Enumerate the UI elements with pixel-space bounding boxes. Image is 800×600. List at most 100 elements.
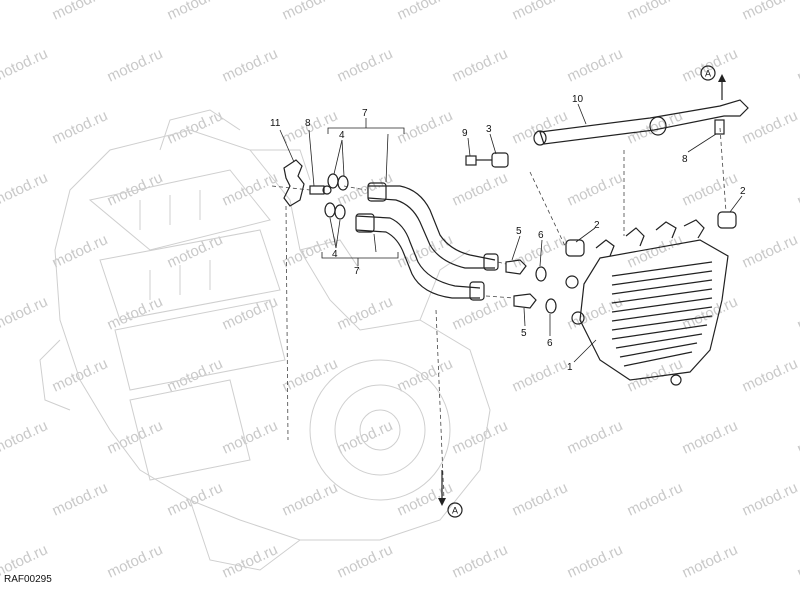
- watermark-text-57: motod.ru: [105, 417, 166, 457]
- figure-code: RAF00295: [4, 574, 52, 585]
- callout-7-bottom: 7: [354, 266, 360, 277]
- watermark-text-62: motod.ru: [680, 417, 741, 457]
- cooler-fin-9: [619, 342, 698, 358]
- watermark-text-71: motod.ru: [740, 479, 800, 519]
- alignment-lines: [271, 127, 727, 501]
- watermark-text-53: motod.ru: [510, 355, 571, 395]
- watermark-text-55: motod.ru: [740, 355, 800, 395]
- watermark-text-26: motod.ru: [220, 169, 281, 209]
- watermark-text-59: motod.ru: [335, 417, 396, 457]
- watermark-text-77: motod.ru: [565, 541, 626, 581]
- watermark-text-34: motod.ru: [165, 231, 226, 271]
- watermark-text-13: motod.ru: [565, 45, 626, 85]
- callout-5-bottom: 5: [521, 328, 527, 339]
- watermark-text-49: motod.ru: [50, 355, 111, 395]
- watermark-text-6: motod.ru: [625, 0, 686, 24]
- callout-2-center: 2: [594, 220, 600, 231]
- callout-8-left: 8: [305, 118, 311, 129]
- callout-1: 1: [567, 362, 573, 373]
- callout-6-bottom: 6: [547, 338, 553, 349]
- watermark-text-73: motod.ru: [105, 541, 166, 581]
- arrow-down: [438, 470, 446, 506]
- reference-marker-top: A: [700, 65, 716, 81]
- cooler-fin-3: [611, 288, 713, 304]
- watermark-text-70: motod.ru: [625, 479, 686, 519]
- cooler-fin-2: [611, 279, 713, 295]
- watermark-text-12: motod.ru: [450, 45, 511, 85]
- watermark-text-23: motod.ru: [740, 107, 800, 147]
- cooler-support-rod: [533, 99, 749, 146]
- watermark-text-65: motod.ru: [50, 479, 111, 519]
- watermark-text-50: motod.ru: [165, 355, 226, 395]
- watermark-text-67: motod.ru: [280, 479, 341, 519]
- watermark-text-15: motod.ru: [795, 45, 800, 85]
- cooler-fin-8: [615, 333, 703, 349]
- cooler-fin-7: [611, 324, 708, 340]
- callout-6-top: 6: [538, 230, 544, 241]
- cooler-fin-5: [611, 306, 713, 322]
- callout-11: 11: [270, 118, 281, 129]
- watermark-text-69: motod.ru: [510, 479, 571, 519]
- watermark-text-8: motod.ru: [0, 45, 50, 85]
- mount-bolt-and-spacer: [465, 152, 509, 168]
- watermark-text-47: motod.ru: [795, 293, 800, 333]
- oil-cooler: [565, 219, 729, 386]
- watermark-text-7: motod.ru: [740, 0, 800, 24]
- watermark-text-60: motod.ru: [450, 417, 511, 457]
- arrow-up: [718, 74, 726, 100]
- engine-outline: [39, 109, 491, 571]
- watermark-text-51: motod.ru: [280, 355, 341, 395]
- watermark-text-17: motod.ru: [50, 107, 111, 147]
- watermark-text-76: motod.ru: [450, 541, 511, 581]
- watermark-text-1: motod.ru: [50, 0, 111, 24]
- watermark-text-28: motod.ru: [450, 169, 511, 209]
- leader-lines: [279, 103, 743, 363]
- watermark-text-79: motod.ru: [795, 541, 800, 581]
- cooler-fin-6: [611, 315, 713, 331]
- callout-2-right: 2: [740, 186, 746, 197]
- watermark-text-61: motod.ru: [565, 417, 626, 457]
- watermark-text-10: motod.ru: [220, 45, 281, 85]
- o-rings: [324, 173, 349, 220]
- watermark-text-4: motod.ru: [395, 0, 456, 24]
- watermark-text-78: motod.ru: [680, 541, 741, 581]
- cooler-fin-0: [611, 261, 713, 277]
- callout-7-top: 7: [362, 108, 368, 119]
- watermark-text-5: motod.ru: [510, 0, 571, 24]
- callout-9: 9: [462, 128, 468, 139]
- watermark-text-75: motod.ru: [335, 541, 396, 581]
- cooler-fin-4: [611, 297, 713, 313]
- watermark-text-40: motod.ru: [0, 293, 50, 333]
- hose-bracket: [283, 159, 305, 207]
- callout-10: 10: [572, 94, 584, 105]
- reference-marker-bottom: A: [447, 502, 463, 518]
- callout-4-top: 4: [339, 130, 345, 141]
- watermark-text-68: motod.ru: [395, 479, 456, 519]
- watermark-text-30: motod.ru: [680, 169, 741, 209]
- bracket-bolt: [309, 185, 332, 195]
- watermark-text-58: motod.ru: [220, 417, 281, 457]
- callout-labels: 11 8 4 7 4 7 9 3 10 8 2 2 5 6 5 6 1: [270, 94, 746, 373]
- cooler-fin-1: [611, 270, 713, 286]
- watermark-text-9: motod.ru: [105, 45, 166, 85]
- watermark-text-39: motod.ru: [740, 231, 800, 271]
- watermark-text-52: motod.ru: [395, 355, 456, 395]
- watermark-text-2: motod.ru: [165, 0, 226, 24]
- watermark-text-63: motod.ru: [795, 417, 800, 457]
- hose-fittings: [505, 259, 557, 314]
- watermark-text-20: motod.ru: [395, 107, 456, 147]
- watermark-text-44: motod.ru: [450, 293, 511, 333]
- watermark-layer: motod.ru motod.ru motod.ru motod.ru motod.ru…: [0, 0, 800, 582]
- watermark-text-25: motod.ru: [105, 169, 166, 209]
- oil-hoses: [355, 182, 499, 301]
- watermark-text-56: motod.ru: [0, 417, 50, 457]
- callout-8-right: 8: [682, 154, 688, 165]
- callout-5-top: 5: [516, 226, 522, 237]
- watermark-text-29: motod.ru: [565, 169, 626, 209]
- svg-text:A: A: [705, 69, 711, 79]
- svg-text:A: A: [452, 506, 458, 516]
- callout-4-bottom: 4: [332, 249, 338, 260]
- watermark-text-3: motod.ru: [280, 0, 341, 24]
- watermark-text-24: motod.ru: [0, 169, 50, 209]
